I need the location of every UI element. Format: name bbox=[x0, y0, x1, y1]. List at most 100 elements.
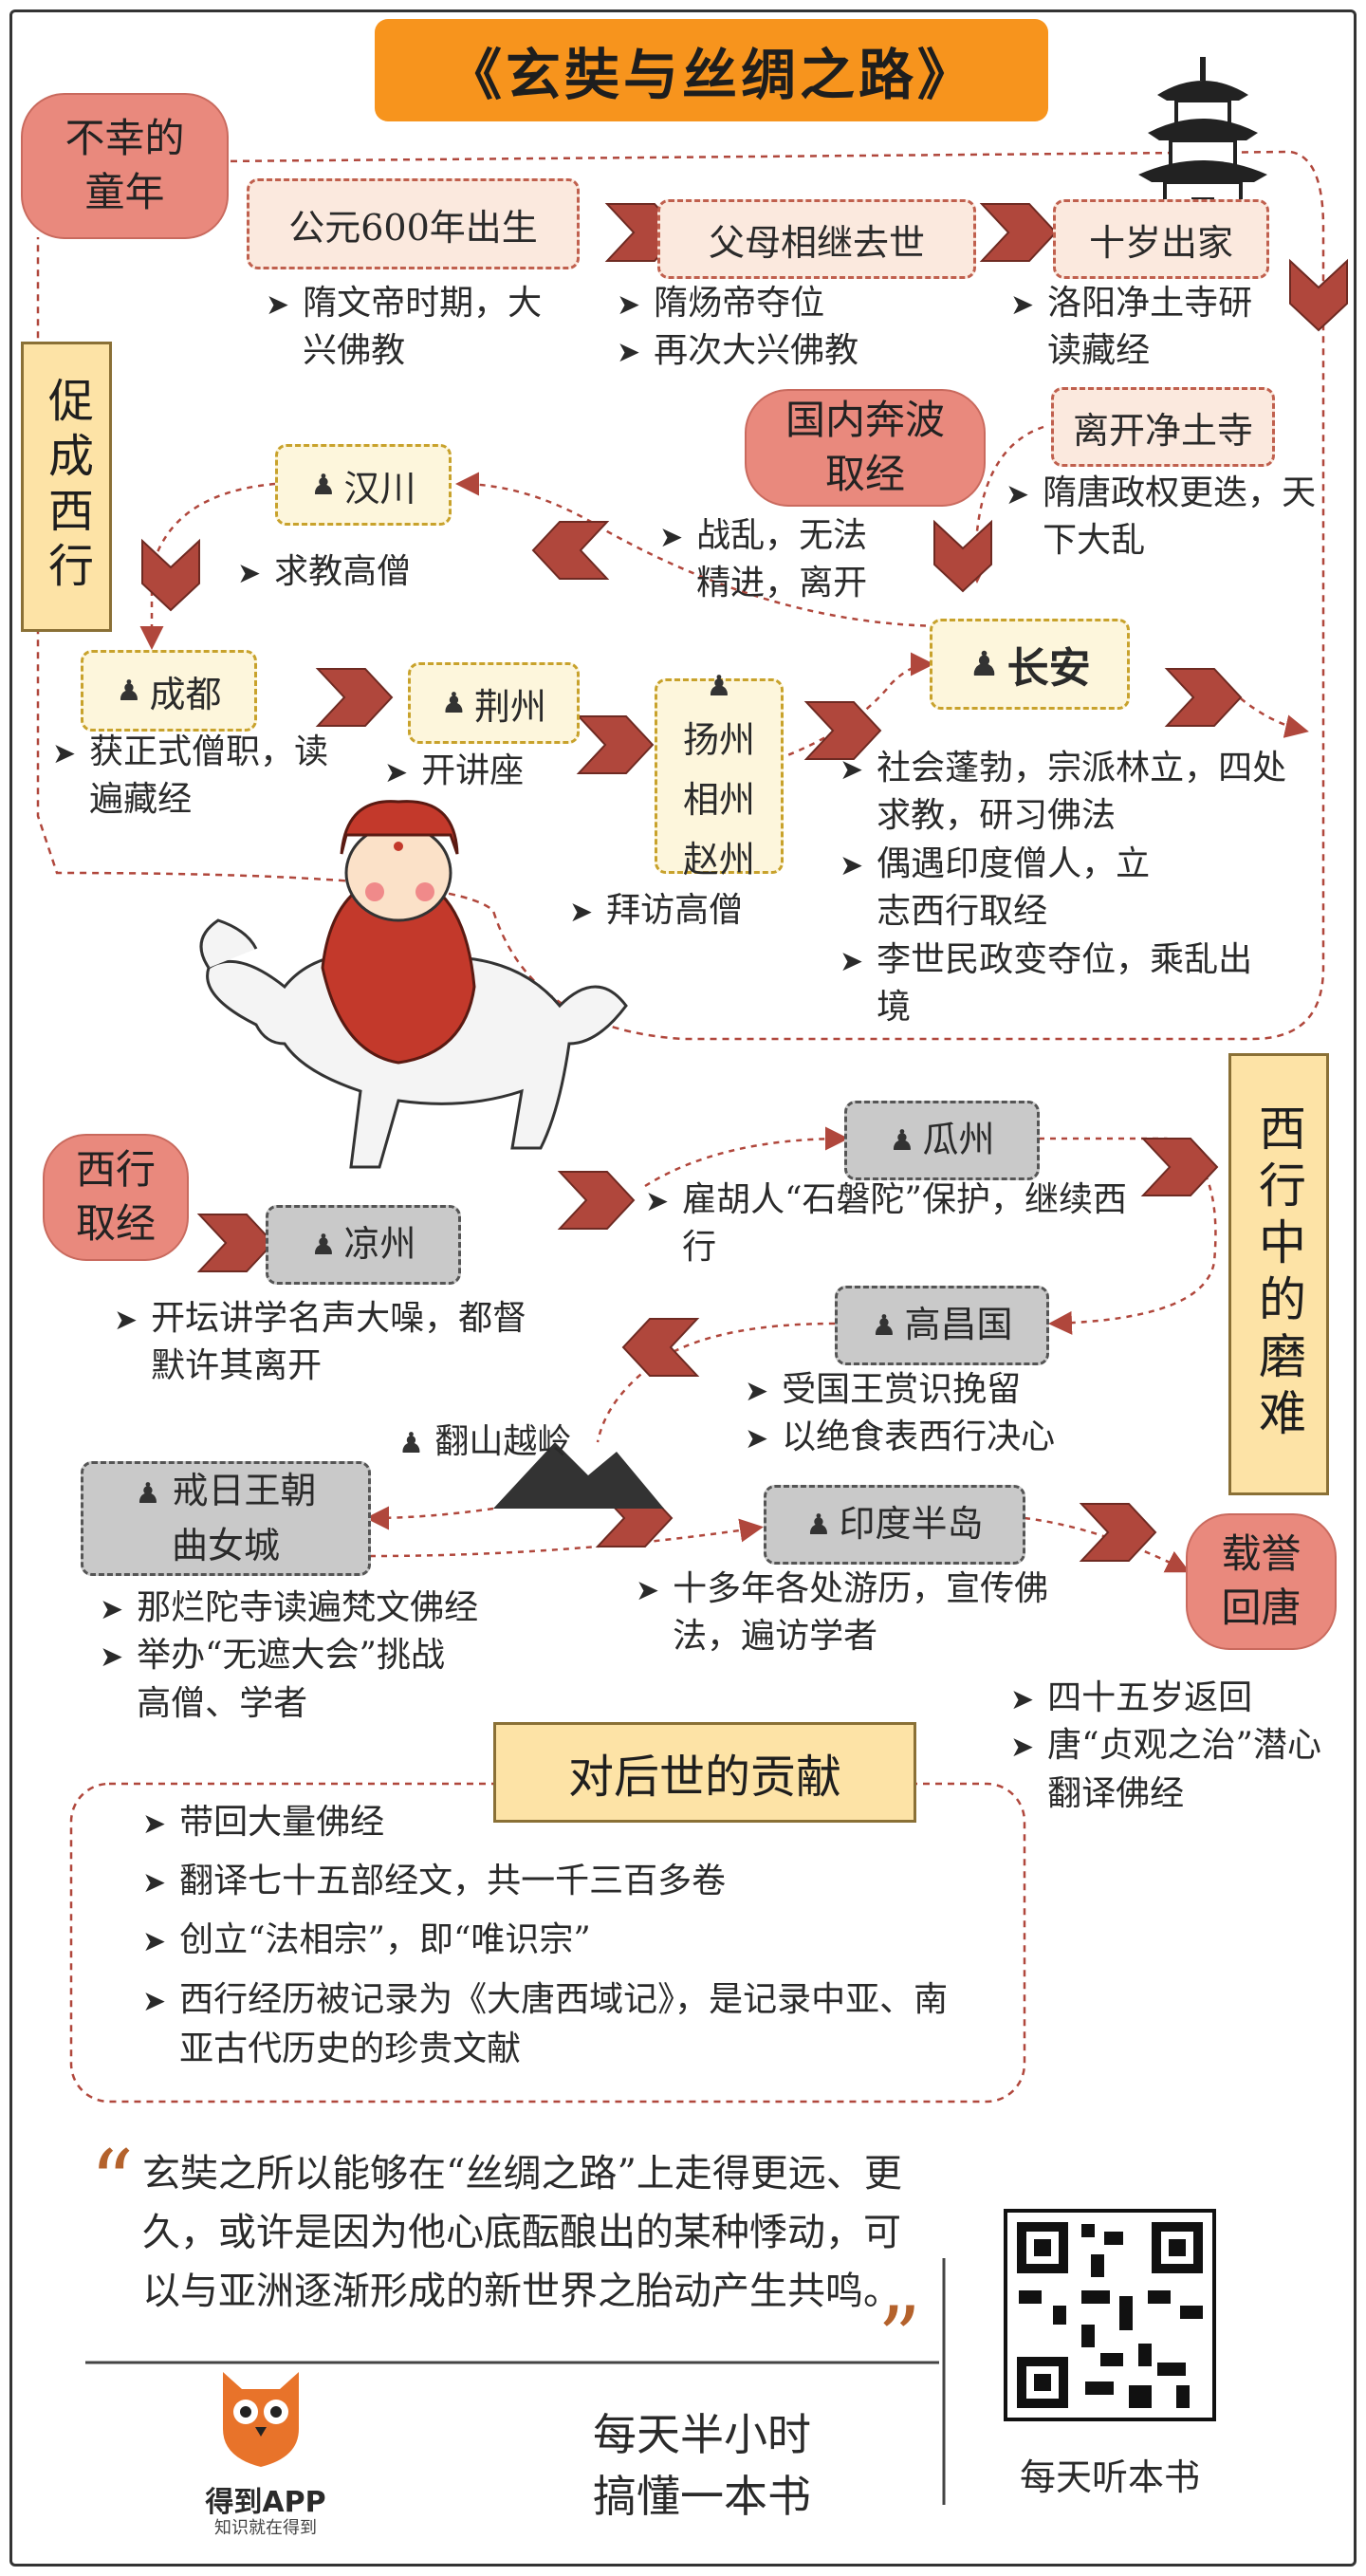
arrow-bullet-icon: ➤ bbox=[645, 1185, 670, 1218]
arrow-bullet-icon: ➤ bbox=[266, 288, 290, 322]
bullets-leave: ➤隋唐政权更迭，天下大乱 bbox=[1006, 473, 1317, 561]
bullets-india: ➤十多年各处游历，宣传佛法，遍访学者 bbox=[636, 1569, 1049, 1657]
arrow-bullet-icon: ➤ bbox=[237, 557, 262, 590]
arrow-bullet-icon: ➤ bbox=[617, 288, 641, 322]
close-quote-icon: ” bbox=[877, 2289, 922, 2388]
note-war: ➤战乱，无法精进，离开 bbox=[659, 516, 868, 603]
chevron-arrow-icon bbox=[141, 538, 200, 612]
route-changan-hanchuan bbox=[455, 472, 950, 628]
arrow-bullet-icon: ➤ bbox=[840, 944, 864, 978]
pawn-icon: ♟ bbox=[889, 1123, 915, 1158]
step-parents: 父母相继去世 bbox=[657, 199, 976, 279]
route-india-return bbox=[1024, 1516, 1191, 1573]
label-journey: 西行取经 bbox=[43, 1134, 189, 1261]
arrow-bullet-icon: ➤ bbox=[1010, 288, 1035, 322]
arrow-bullet-icon: ➤ bbox=[100, 1593, 124, 1626]
bullets-jieri: ➤那烂陀寺读遍梵文佛经 ➤举办“无遮大会”挑战高僧、学者 bbox=[100, 1588, 479, 1723]
arrow-bullet-icon: ➤ bbox=[569, 896, 594, 929]
bullets-parents: ➤隋炀帝夺位 ➤再次大兴佛教 bbox=[617, 280, 977, 376]
bullets-liangzhou: ➤开坛讲学名声大噪，都督默许其离开 bbox=[114, 1299, 527, 1386]
chevron-arrow-icon bbox=[1079, 1503, 1157, 1562]
mountain-icon bbox=[493, 1442, 664, 1509]
tagline-2: 搞懂一本书 bbox=[593, 2471, 811, 2522]
city-gaochang: ♟高昌国 bbox=[835, 1286, 1049, 1365]
city-chengdu: ♟成都 bbox=[81, 650, 257, 732]
arrow-bullet-icon: ➤ bbox=[142, 1925, 167, 1959]
arrow-bullet-icon: ➤ bbox=[745, 1375, 769, 1408]
arrow-bullet-icon: ➤ bbox=[659, 521, 684, 554]
chevron-arrow-icon bbox=[576, 715, 655, 774]
monk-on-horse-illustration bbox=[199, 800, 628, 1169]
arrow-bullet-icon: ➤ bbox=[52, 737, 77, 770]
closing-quote: 玄奘之所以能够在“丝绸之路”上走得更远、更久，或许是因为他心底酝酿出的某种悸动，… bbox=[142, 2152, 902, 2313]
route-liang-gua bbox=[644, 1126, 849, 1188]
chevron-arrow-icon bbox=[196, 1214, 275, 1272]
bullets-jingzhou: ➤开讲座 bbox=[384, 748, 602, 795]
pawn-icon: ♟ bbox=[135, 1477, 161, 1511]
pawn-icon: ♟ bbox=[969, 644, 1000, 684]
label-domestic: 国内奔波取经 bbox=[745, 389, 986, 507]
chevron-arrow-icon bbox=[1164, 668, 1243, 727]
arrow-bullet-icon: ➤ bbox=[100, 1640, 124, 1675]
pawn-icon: ♟ bbox=[441, 686, 467, 720]
chevron-arrow-icon bbox=[1289, 258, 1348, 332]
bullets-yangzhou: ➤拜访高僧 bbox=[569, 887, 816, 935]
app-name: 得到APP bbox=[205, 2486, 326, 2519]
city-hanchuan: ♟汉川 bbox=[275, 444, 452, 526]
arrow-bullet-icon: ➤ bbox=[840, 753, 864, 787]
bullets-chengdu: ➤获正式僧职，读遍藏经 bbox=[52, 732, 329, 820]
page-frame bbox=[9, 9, 1357, 2567]
page-title: 《玄奘与丝绸之路》 bbox=[375, 19, 1048, 121]
chevron-arrow-icon bbox=[315, 668, 394, 727]
chevron-arrow-icon bbox=[979, 203, 1058, 262]
label-return: 载誉回唐 bbox=[1186, 1513, 1337, 1650]
arrow-bullet-icon: ➤ bbox=[636, 1574, 660, 1607]
route-yz-changan bbox=[777, 652, 934, 761]
chevron-arrow-icon bbox=[933, 519, 992, 593]
bullets-return: ➤四十五岁返回 ➤唐“贞观之治”潜心翻译佛经 bbox=[1010, 1678, 1321, 1813]
contribution-outline bbox=[69, 1782, 1026, 2103]
chevron-arrow-icon bbox=[803, 701, 882, 760]
arrow-bullet-icon: ➤ bbox=[1010, 1683, 1035, 1716]
arrow-bullet-icon: ➤ bbox=[1006, 478, 1030, 511]
scroll-contribution: 对后世的贡献 bbox=[493, 1722, 916, 1823]
pawn-icon: ♟ bbox=[310, 468, 337, 502]
city-jingzhou: ♟荆州 bbox=[408, 662, 580, 744]
arrow-bullet-icon: ➤ bbox=[114, 1304, 138, 1337]
route-mountain-jieri bbox=[365, 1506, 494, 1530]
arrow-bullet-icon: ➤ bbox=[142, 1866, 167, 1900]
arrow-bullet-icon: ➤ bbox=[745, 1422, 769, 1456]
step-monk: 十岁出家 bbox=[1053, 199, 1269, 279]
pawn-icon: ♟ bbox=[116, 674, 142, 708]
step-birth: 公元600年出生 bbox=[247, 178, 580, 269]
bullets-monk: ➤洛阳净土寺研读藏经 bbox=[1010, 284, 1253, 371]
scroll-hardships: 西行中的磨难 bbox=[1228, 1053, 1329, 1495]
label-childhood: 不幸的童年 bbox=[21, 93, 229, 239]
mountain-label: ♟ 翻山越岭 bbox=[398, 1422, 572, 1461]
city-liangzhou: ♟凉州 bbox=[266, 1205, 461, 1285]
chevron-arrow-icon bbox=[621, 1318, 700, 1377]
arrow-bullet-icon: ➤ bbox=[1010, 1731, 1035, 1765]
step-leave-temple: 离开净土寺 bbox=[1051, 387, 1275, 467]
tagline-1: 每天半小时 bbox=[593, 2409, 811, 2460]
qr-code-icon bbox=[1004, 2209, 1216, 2421]
chevron-arrow-icon bbox=[1140, 1138, 1219, 1196]
bullets-contribution: ➤带回大量佛经 ➤翻译七十五部经文，共一千三百多卷 ➤创立“法相宗”，即“唯识宗… bbox=[142, 1803, 949, 2068]
scroll-promote: 促成西行 bbox=[21, 342, 112, 632]
chevron-arrow-icon bbox=[557, 1171, 636, 1230]
city-jieri: ♟ 戒日王朝 曲女城 bbox=[81, 1461, 371, 1576]
arrow-bullet-icon: ➤ bbox=[142, 1807, 167, 1841]
pawn-icon: ♟ bbox=[871, 1308, 897, 1343]
city-india: ♟印度半岛 bbox=[764, 1485, 1025, 1565]
bullets-gaochang: ➤受国王赏识挽留 ➤以绝食表西行决心 bbox=[745, 1366, 1143, 1462]
qr-caption: 每天听本书 bbox=[1019, 2456, 1200, 2498]
route-changan-out bbox=[1223, 682, 1309, 738]
bullets-changan: ➤社会蓬勃，宗派林立，四处求教，研习佛法 ➤偶遇印度僧人，立志西行取经 ➤李世民… bbox=[840, 749, 1287, 1027]
city-guazhou: ♟瓜州 bbox=[844, 1101, 1040, 1180]
bullets-birth: ➤隋文帝时期，大兴佛教 bbox=[266, 284, 543, 371]
pawn-icon: ♟ bbox=[706, 670, 732, 703]
pawn-icon: ♟ bbox=[310, 1228, 337, 1262]
pawn-icon: ♟ bbox=[398, 1427, 424, 1460]
app-slogan: 知识就在得到 bbox=[214, 2518, 317, 2538]
